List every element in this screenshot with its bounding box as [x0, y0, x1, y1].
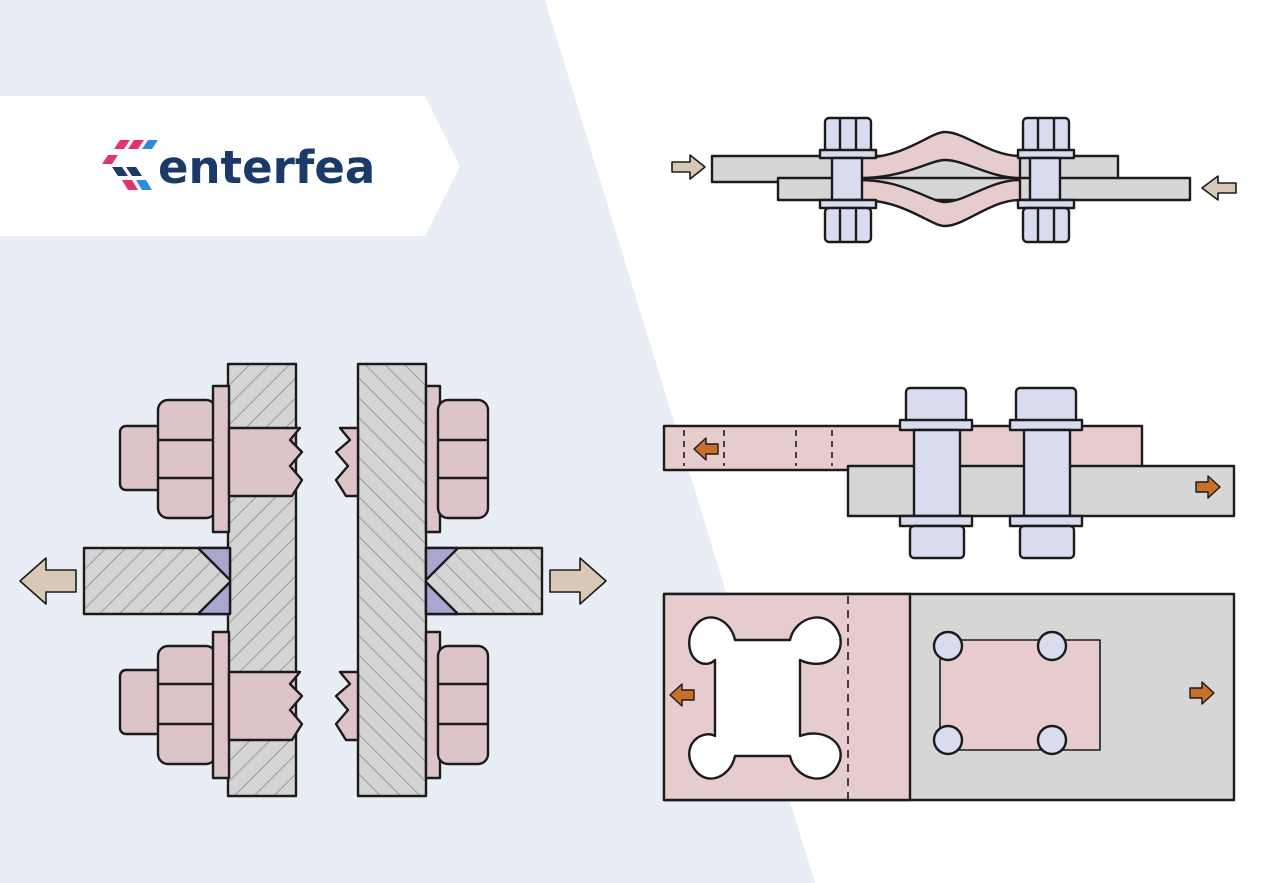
- lower-bolt: [118, 630, 490, 780]
- arrow-right-icon: [671, 154, 706, 180]
- shear-bolt-1: [898, 386, 974, 560]
- brand-name: enterfea: [158, 141, 375, 194]
- upper-bolt: [118, 384, 490, 534]
- arrow-left-icon: [1201, 175, 1237, 201]
- arrow-left-icon: [669, 683, 695, 707]
- weld-right: [424, 546, 460, 616]
- bolt-shear-figure: [662, 386, 1236, 560]
- bolt-left: [818, 116, 878, 244]
- tension-bolt-figure: [19, 362, 607, 798]
- plate-tearout-figure: [662, 592, 1236, 802]
- arrow-right-icon: [1195, 475, 1221, 499]
- plate-buckling-figure: [671, 116, 1237, 244]
- bolt-right: [1016, 116, 1076, 244]
- arrow-left-icon: [19, 557, 77, 605]
- arrow-right-icon: [1189, 681, 1215, 705]
- enterfea-logo-mark: [102, 140, 158, 190]
- weld-left: [196, 546, 232, 616]
- logo-banner: enterfea: [0, 96, 460, 236]
- shear-bolt-2: [1008, 386, 1084, 560]
- bolt-hole: [1036, 630, 1068, 662]
- bolt-hole: [932, 630, 964, 662]
- arrow-right-icon: [549, 557, 607, 605]
- arrow-left-icon: [693, 437, 719, 461]
- bolt-hole: [1036, 724, 1068, 756]
- bolt-hole: [932, 724, 964, 756]
